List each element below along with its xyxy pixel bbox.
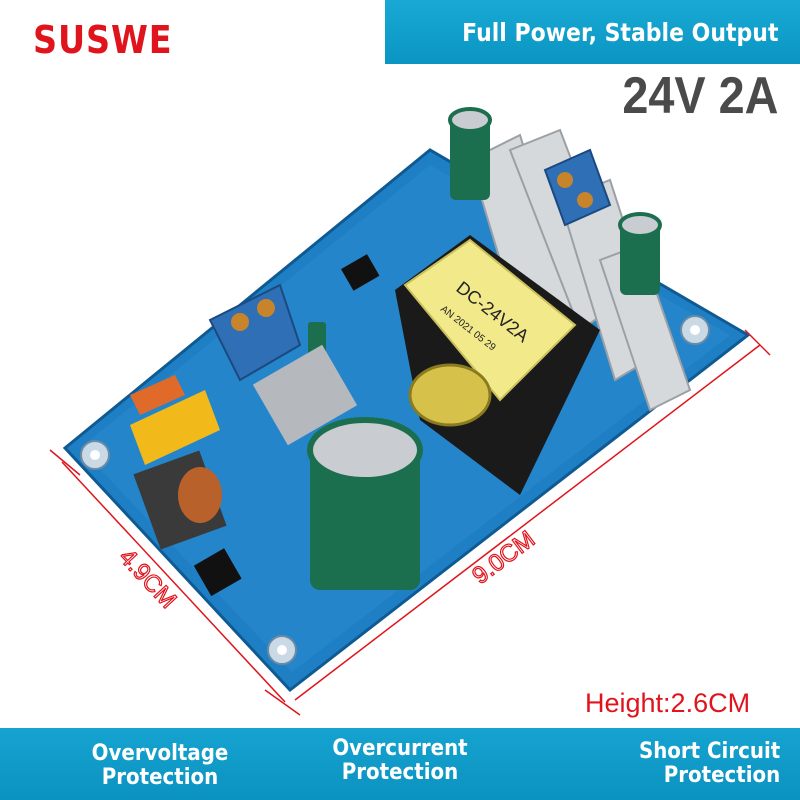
feature-line: Protection [341, 760, 459, 785]
feature-line: Protection [663, 763, 781, 788]
top-banner: Full Power, Stable Output [385, 0, 800, 64]
features-banner: Overvoltage Protection Overcurrent Prote… [0, 728, 800, 800]
feature-line: Protection [101, 765, 219, 790]
spec-label: 24V 2A [621, 67, 778, 125]
feature-overvoltage: Overvoltage Protection [79, 742, 241, 790]
feature-overcurrent: Overcurrent Protection [319, 737, 481, 785]
capacitors [307, 107, 662, 590]
mosfet [252, 344, 358, 446]
height-dimension: Height:2.6CM [585, 688, 751, 718]
feature-line: Overvoltage [91, 741, 229, 766]
feature-short-circuit: Short Circuit Protection [620, 740, 800, 788]
terminal-blocks [208, 148, 612, 382]
tagline: Full Power, Stable Output [461, 17, 778, 47]
feature-line: Short Circuit [638, 739, 781, 764]
transformer: DC-24V2A AN 2021 05 29 [395, 235, 600, 495]
dimension-lines [49, 329, 771, 716]
brand-logo: SUSWE [33, 18, 173, 62]
feature-line: Overcurrent [332, 736, 468, 761]
fuse [130, 390, 220, 465]
